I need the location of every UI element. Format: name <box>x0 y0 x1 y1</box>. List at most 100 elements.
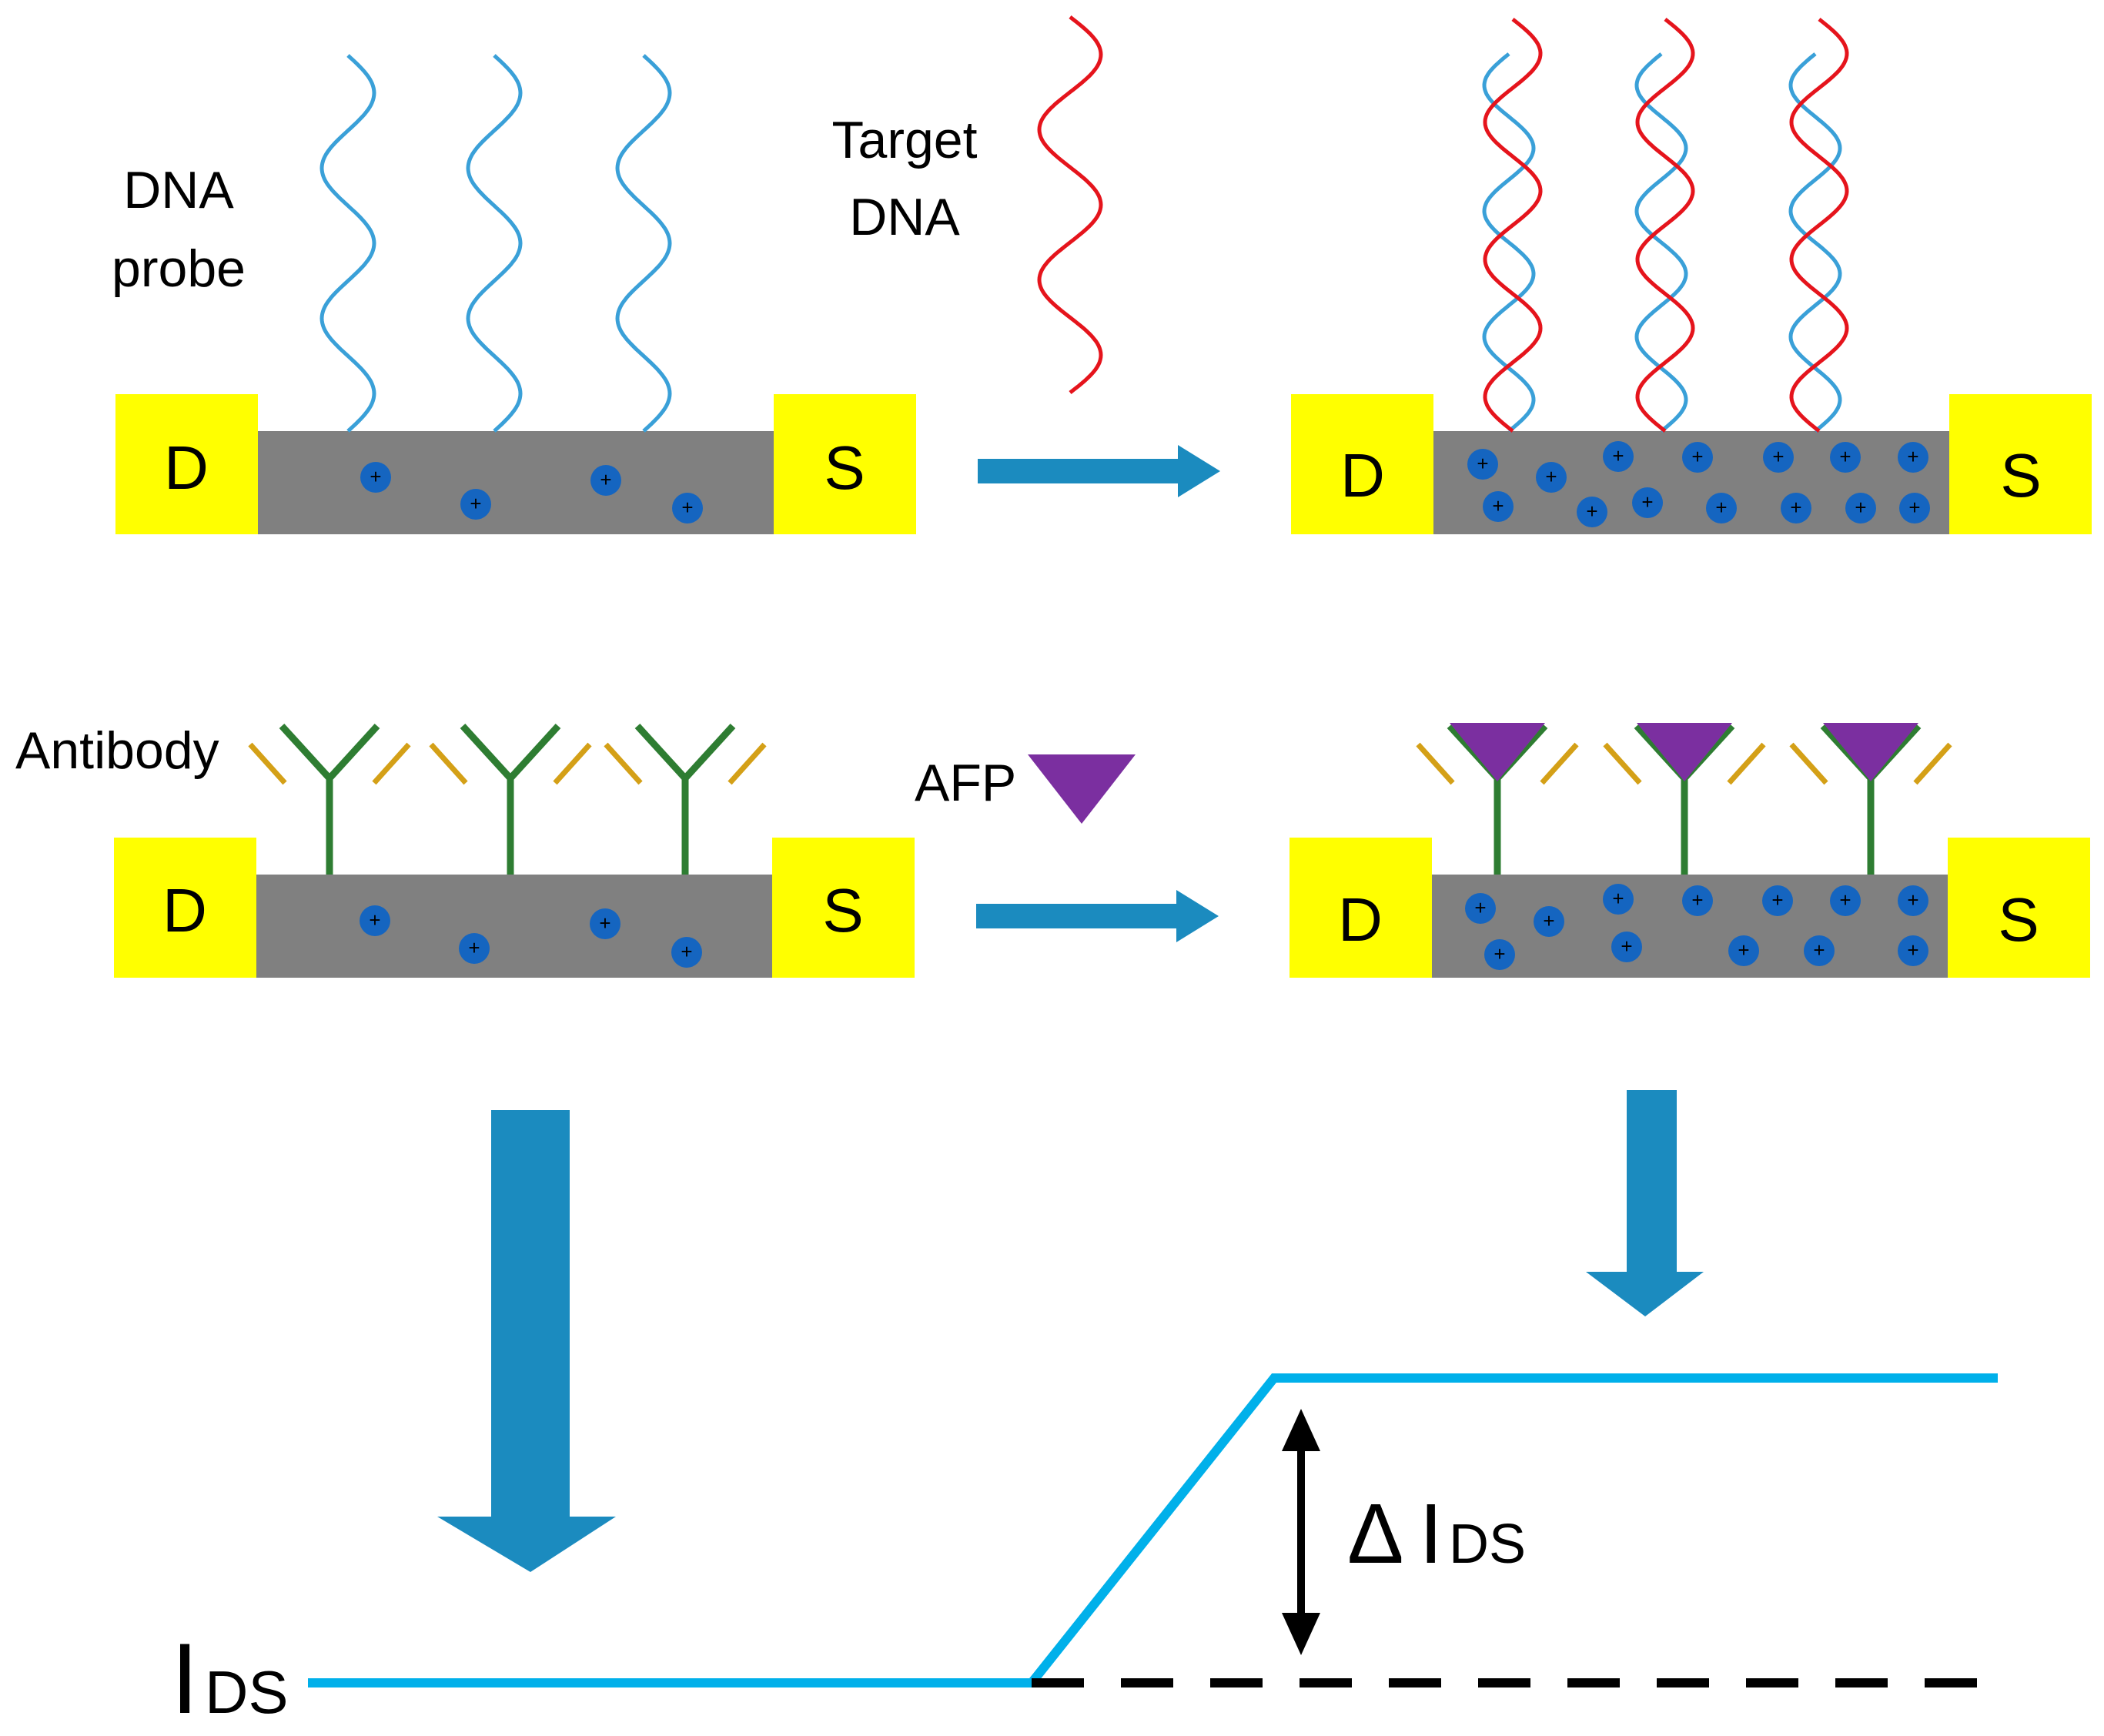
positive-ion-icon: + <box>1830 442 1861 473</box>
ion-charge: + <box>1545 465 1557 488</box>
ion-charge: + <box>1641 490 1653 513</box>
ion-charge: + <box>1813 938 1825 962</box>
dna-probe-label-line2: probe <box>112 239 246 298</box>
ion-charge: + <box>1586 500 1597 523</box>
ion-body <box>1603 884 1634 915</box>
dna-probe-strand <box>319 54 376 433</box>
ion-charge: + <box>1612 444 1624 467</box>
dna-probe-group <box>1482 52 1842 433</box>
target-dna-strand <box>1037 15 1103 394</box>
ion-charge: + <box>1907 445 1918 468</box>
ion-charge: + <box>1691 888 1703 911</box>
positive-ion-icon: + <box>1804 935 1835 966</box>
ion-group: ++++ <box>360 905 702 968</box>
positive-ion-icon: + <box>1762 885 1793 916</box>
source-electrode <box>774 394 916 534</box>
drain-electrode <box>1289 838 1432 978</box>
source-label: S <box>1998 885 2039 954</box>
dna-probe-strand <box>1634 52 1688 433</box>
drain-label: D <box>164 433 209 502</box>
positive-ion-icon: + <box>1577 497 1607 527</box>
positive-ion-icon: + <box>672 493 703 523</box>
dna-probe-strand <box>466 54 523 433</box>
target-dna-label-line1: Target <box>832 111 978 169</box>
afp-triangle-icon <box>1450 723 1545 781</box>
process-arrow-icon <box>978 445 1220 497</box>
antibody-sensor-after: D S ++++++++++++ <box>1289 723 2090 978</box>
ion-charge: + <box>1839 888 1851 911</box>
ion-body <box>1467 449 1498 480</box>
positive-ion-icon: + <box>1534 906 1564 937</box>
down-arrow-left <box>437 1110 616 1572</box>
source-electrode <box>1949 394 2092 534</box>
ion-charge: + <box>1621 935 1632 958</box>
dna-sensor-before: D S + + + + <box>115 54 916 534</box>
ion-body <box>1577 497 1607 527</box>
afp-triangle-icon <box>1823 723 1918 781</box>
positive-ion-icon: + <box>460 489 491 520</box>
ion-body <box>1898 442 1928 473</box>
positive-ion-icon: + <box>1467 449 1498 480</box>
antibody-sensor-before: D S ++++ <box>114 723 915 978</box>
ion-charge: + <box>1855 496 1866 519</box>
ion-charge: + <box>1771 888 1783 911</box>
process-arrow-icon <box>976 890 1219 942</box>
ion-group: ++++++++++++++ <box>1467 441 1930 527</box>
source-label: S <box>822 876 863 945</box>
source-label: S <box>824 433 865 502</box>
ion-charge: + <box>1612 887 1624 910</box>
positive-ion-icon: + <box>1682 885 1713 916</box>
ion-body <box>590 465 621 496</box>
positive-ion-icon: + <box>590 908 620 939</box>
source-electrode <box>1948 838 2090 978</box>
drain-label: D <box>162 876 207 945</box>
antibody-group <box>1416 723 1952 875</box>
positive-ion-icon: + <box>1763 442 1794 473</box>
dna-probe-label-line1: DNA <box>123 161 234 219</box>
ion-body <box>1762 885 1793 916</box>
ion-charge: + <box>370 465 381 488</box>
positive-ion-icon: + <box>1632 487 1663 518</box>
ion-body <box>1728 935 1759 966</box>
ion-body <box>1763 442 1794 473</box>
ion-body <box>1706 493 1737 523</box>
dna-probe-group <box>319 54 672 433</box>
target-dna-label-line2: DNA <box>849 188 960 246</box>
afp-triangle-icon <box>1637 723 1732 781</box>
target-dna-strand <box>1635 18 1695 433</box>
positive-ion-icon: + <box>1465 893 1496 924</box>
ion-group: ++++++++++++ <box>1465 884 1928 970</box>
positive-ion-icon: + <box>1611 932 1642 962</box>
ion-body <box>360 462 391 493</box>
antibody-label: Antibody <box>15 721 219 780</box>
target-dna-strand <box>1483 18 1543 433</box>
ion-charge: + <box>1908 496 1920 519</box>
target-dna-strand <box>1037 15 1103 394</box>
ion-group: + + + + <box>360 462 703 523</box>
positive-ion-icon: + <box>1728 935 1759 966</box>
dna-probe-strand <box>615 54 672 433</box>
drain-electrode <box>115 394 258 534</box>
down-arrow-right <box>1586 1090 1704 1316</box>
ion-charge: + <box>1907 938 1918 962</box>
target-dna-strand <box>1789 18 1849 433</box>
ion-body <box>1830 885 1861 916</box>
positive-ion-icon: + <box>1898 935 1928 966</box>
ion-charge: + <box>600 468 611 491</box>
ion-body <box>1534 906 1564 937</box>
delta-arrow-up-icon <box>1282 1409 1320 1451</box>
ion-body <box>360 905 390 936</box>
ion-body <box>1781 493 1811 523</box>
ion-charge: + <box>1738 938 1749 962</box>
positive-ion-icon: + <box>1536 462 1567 493</box>
dna-sensor-after: D S ++++++++++++++ <box>1291 18 2092 534</box>
dna-probe-strand <box>1788 52 1842 433</box>
positive-ion-icon: + <box>1682 442 1713 473</box>
delta-i-main: I <box>1419 1487 1443 1581</box>
ion-charge: + <box>1474 896 1486 919</box>
dna-probe-strand <box>1482 52 1536 433</box>
